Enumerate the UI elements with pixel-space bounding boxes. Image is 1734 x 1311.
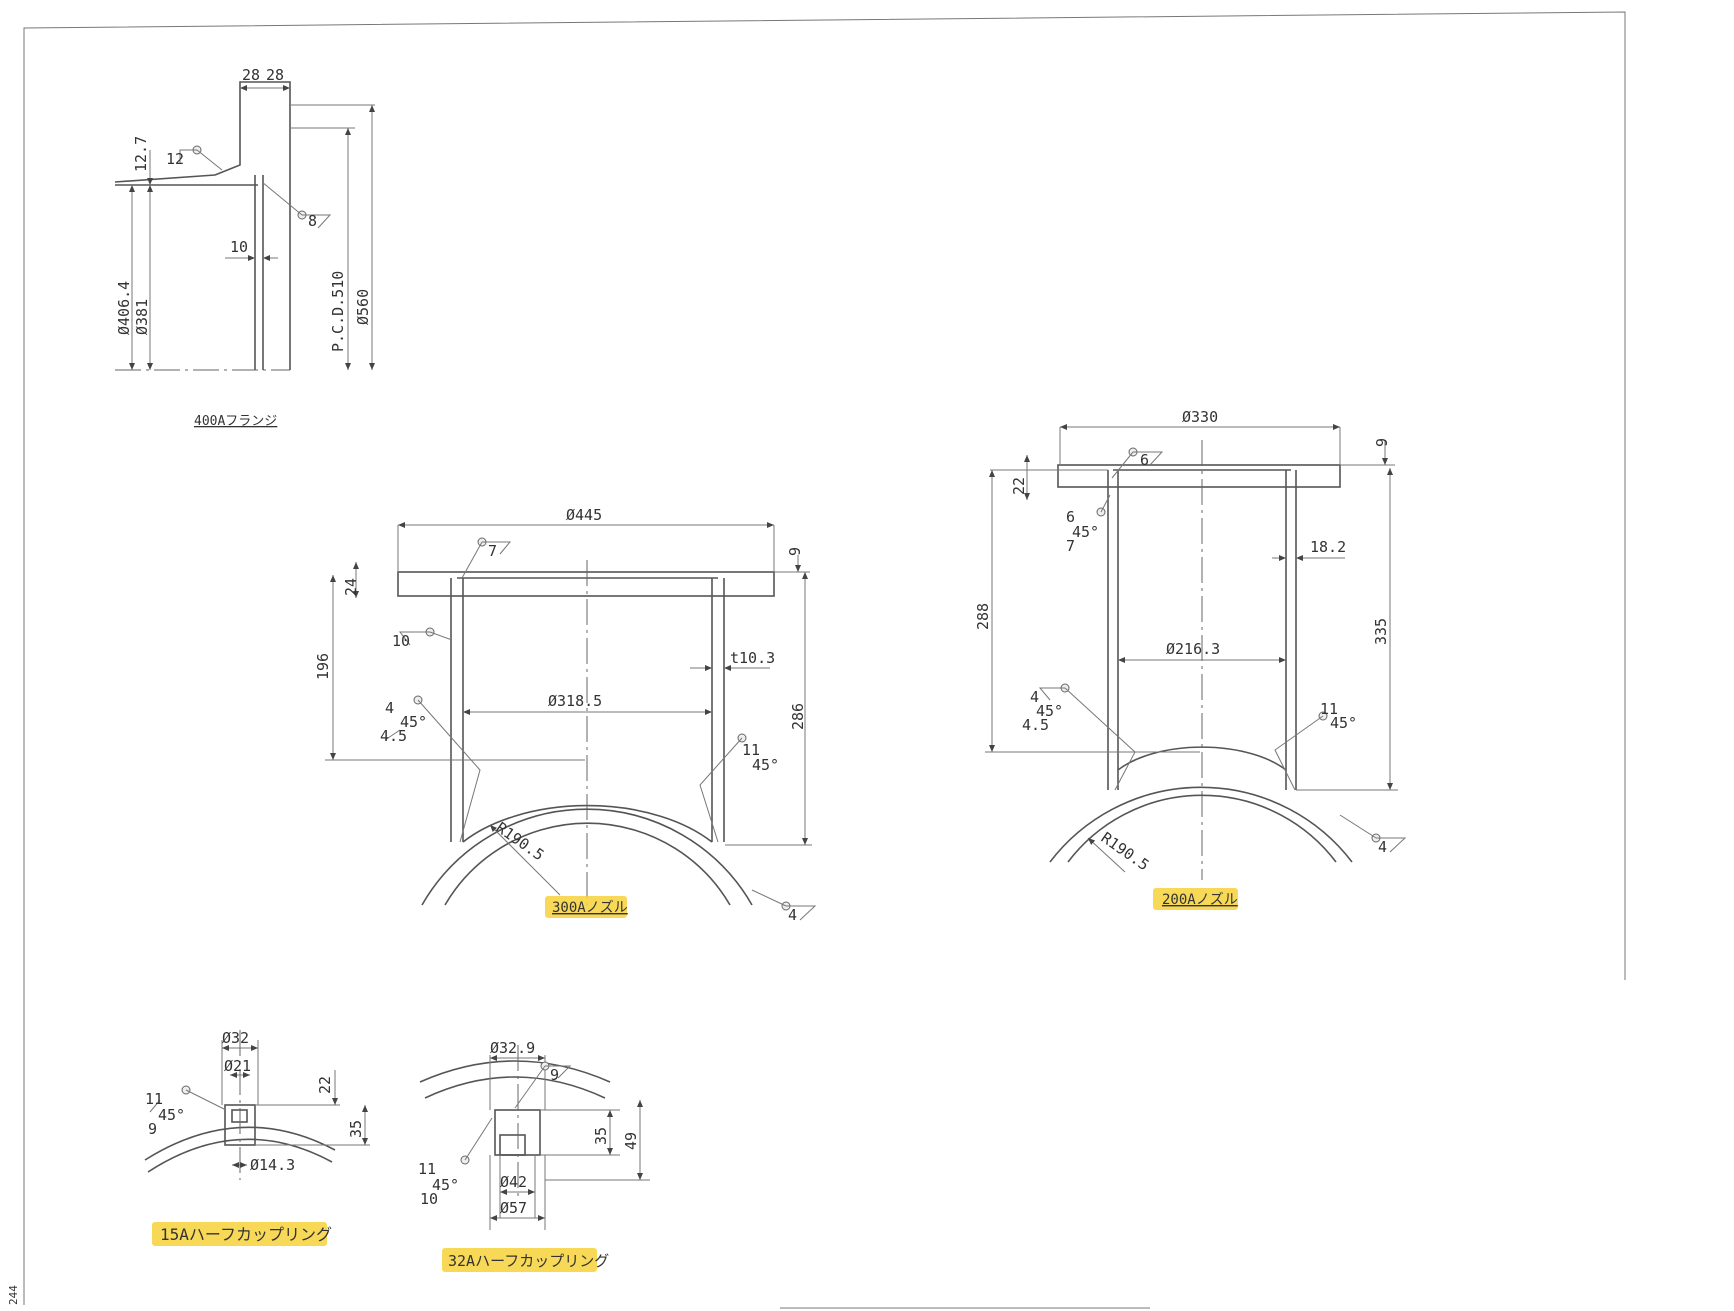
weld-w6: 4.5	[380, 727, 407, 745]
weld-w3: 7	[1066, 537, 1075, 555]
weld-angle: 45°	[400, 713, 427, 731]
dim-t1: 28	[242, 66, 260, 84]
weld-w5: 4	[788, 906, 797, 924]
dim-wall: t10.3	[730, 649, 775, 667]
coupling-15a-dims: Ø32 Ø21 22 35 Ø14.3 11 45° 9	[145, 1029, 365, 1174]
dim-fo: Ø560	[354, 289, 372, 325]
dim-h2: 335	[1372, 618, 1390, 645]
dim-id: Ø381	[133, 299, 151, 335]
dim-bore: Ø14.3	[250, 1156, 295, 1174]
dim-h1: 288	[974, 603, 992, 630]
dim-top: Ø32.9	[490, 1039, 535, 1057]
weld-w2: 6	[1066, 508, 1075, 526]
dim-flange-dia: Ø445	[566, 506, 602, 524]
weld-w6: 11	[1320, 700, 1338, 718]
weld-w5: 4.5	[1022, 716, 1049, 734]
dim-h: 12.7	[132, 136, 150, 172]
weld-w1: 12	[166, 150, 184, 168]
weld-angle-2: 45°	[752, 756, 779, 774]
nozzle-200a-title: 200Aノズル	[1162, 892, 1238, 908]
dim-flange-t: 24	[342, 578, 360, 596]
nozzle-300a-dims: Ø445 24 9 196 286 t10.3 Ø318.5 R190.5 7 …	[314, 506, 807, 924]
dim-radius: R190.5	[1098, 829, 1153, 875]
weld-w4: 11	[742, 741, 760, 759]
flange-400a-title: 400Aフランジ	[194, 414, 277, 429]
dim-h2: 35	[347, 1120, 365, 1138]
dim-t2: 28	[266, 66, 284, 84]
weld-w2: 11	[418, 1160, 436, 1178]
dim-gap: 9	[786, 547, 804, 556]
weld-w2: 10	[392, 632, 410, 650]
weld-w7: 4	[1378, 838, 1387, 856]
weld-w3: 10	[420, 1190, 438, 1208]
weld-angle-3: 45°	[1330, 714, 1357, 732]
nozzle-200a-title-highlight	[1153, 888, 1238, 910]
nozzle-200a-drawing	[985, 424, 1407, 880]
dim-h1: 196	[314, 653, 332, 680]
weld-angle: 45°	[432, 1176, 459, 1194]
weld-angle: 45°	[1072, 523, 1099, 541]
dim-flange-t: 22	[1010, 477, 1028, 495]
coupling-15a-title: 15Aハーフカップリング	[160, 1225, 332, 1244]
weld-angle: 45°	[158, 1106, 185, 1124]
coupling-32a-title: 32Aハーフカップリング	[448, 1252, 609, 1270]
dim-od: Ø57	[500, 1199, 527, 1217]
dim-bore: Ø318.5	[548, 692, 602, 710]
weld-angle-2: 45°	[1036, 702, 1063, 720]
weld-w4: 4	[1030, 688, 1039, 706]
weld-w2: 8	[308, 212, 317, 230]
dim-wall: 18.2	[1310, 538, 1346, 556]
page-number: 244	[7, 1285, 20, 1305]
nozzle-300a-drawing	[325, 522, 817, 921]
dim-h1: 22	[316, 1076, 334, 1094]
dim-id: Ø21	[224, 1057, 251, 1075]
dim-gap: 10	[230, 238, 248, 256]
coupling-32a-drawing	[419, 1045, 650, 1230]
flange-400a-drawing	[114, 81, 375, 371]
weld-w1: 7	[488, 542, 497, 560]
coupling-32a-title-highlight	[442, 1248, 597, 1272]
dim-flange-dia: Ø330	[1182, 408, 1218, 426]
dim-id: Ø42	[500, 1173, 527, 1191]
dim-h2: 286	[789, 703, 807, 730]
nozzle-200a-dims: Ø330 9 22 288 335 18.2 Ø216.3 R190.5 6 6…	[974, 408, 1391, 874]
weld-w3: 4	[385, 699, 394, 717]
dim-radius: R190.5	[493, 819, 548, 865]
flange-400a-dims: 28 28 12.7 10 Ø406.4 Ø381 P.C.D.510 Ø560…	[115, 66, 372, 352]
dim-h2: 49	[622, 1132, 640, 1150]
dim-bore: Ø216.3	[1166, 640, 1220, 658]
dim-od: Ø32	[222, 1029, 249, 1047]
dim-od: Ø406.4	[115, 281, 133, 335]
nozzle-300a-title: 300Aノズル	[552, 900, 628, 916]
dim-h1: 35	[592, 1127, 610, 1145]
coupling-32a-dims: Ø32.9 9 35 49 Ø42 Ø57 11 45° 10	[418, 1039, 640, 1217]
sheet-border	[23, 11, 1626, 1309]
dim-gap: 9	[1373, 438, 1391, 447]
coupling-15a-drawing	[144, 1030, 370, 1180]
nozzle-300a-title-highlight	[545, 896, 627, 918]
coupling-15a-title-highlight	[152, 1222, 327, 1246]
weld-w1: 9	[550, 1066, 559, 1084]
weld-w1: 11	[145, 1090, 163, 1108]
weld-w1: 6	[1140, 451, 1149, 469]
weld-w2: 9	[148, 1120, 157, 1138]
dim-pcd: P.C.D.510	[329, 271, 347, 352]
